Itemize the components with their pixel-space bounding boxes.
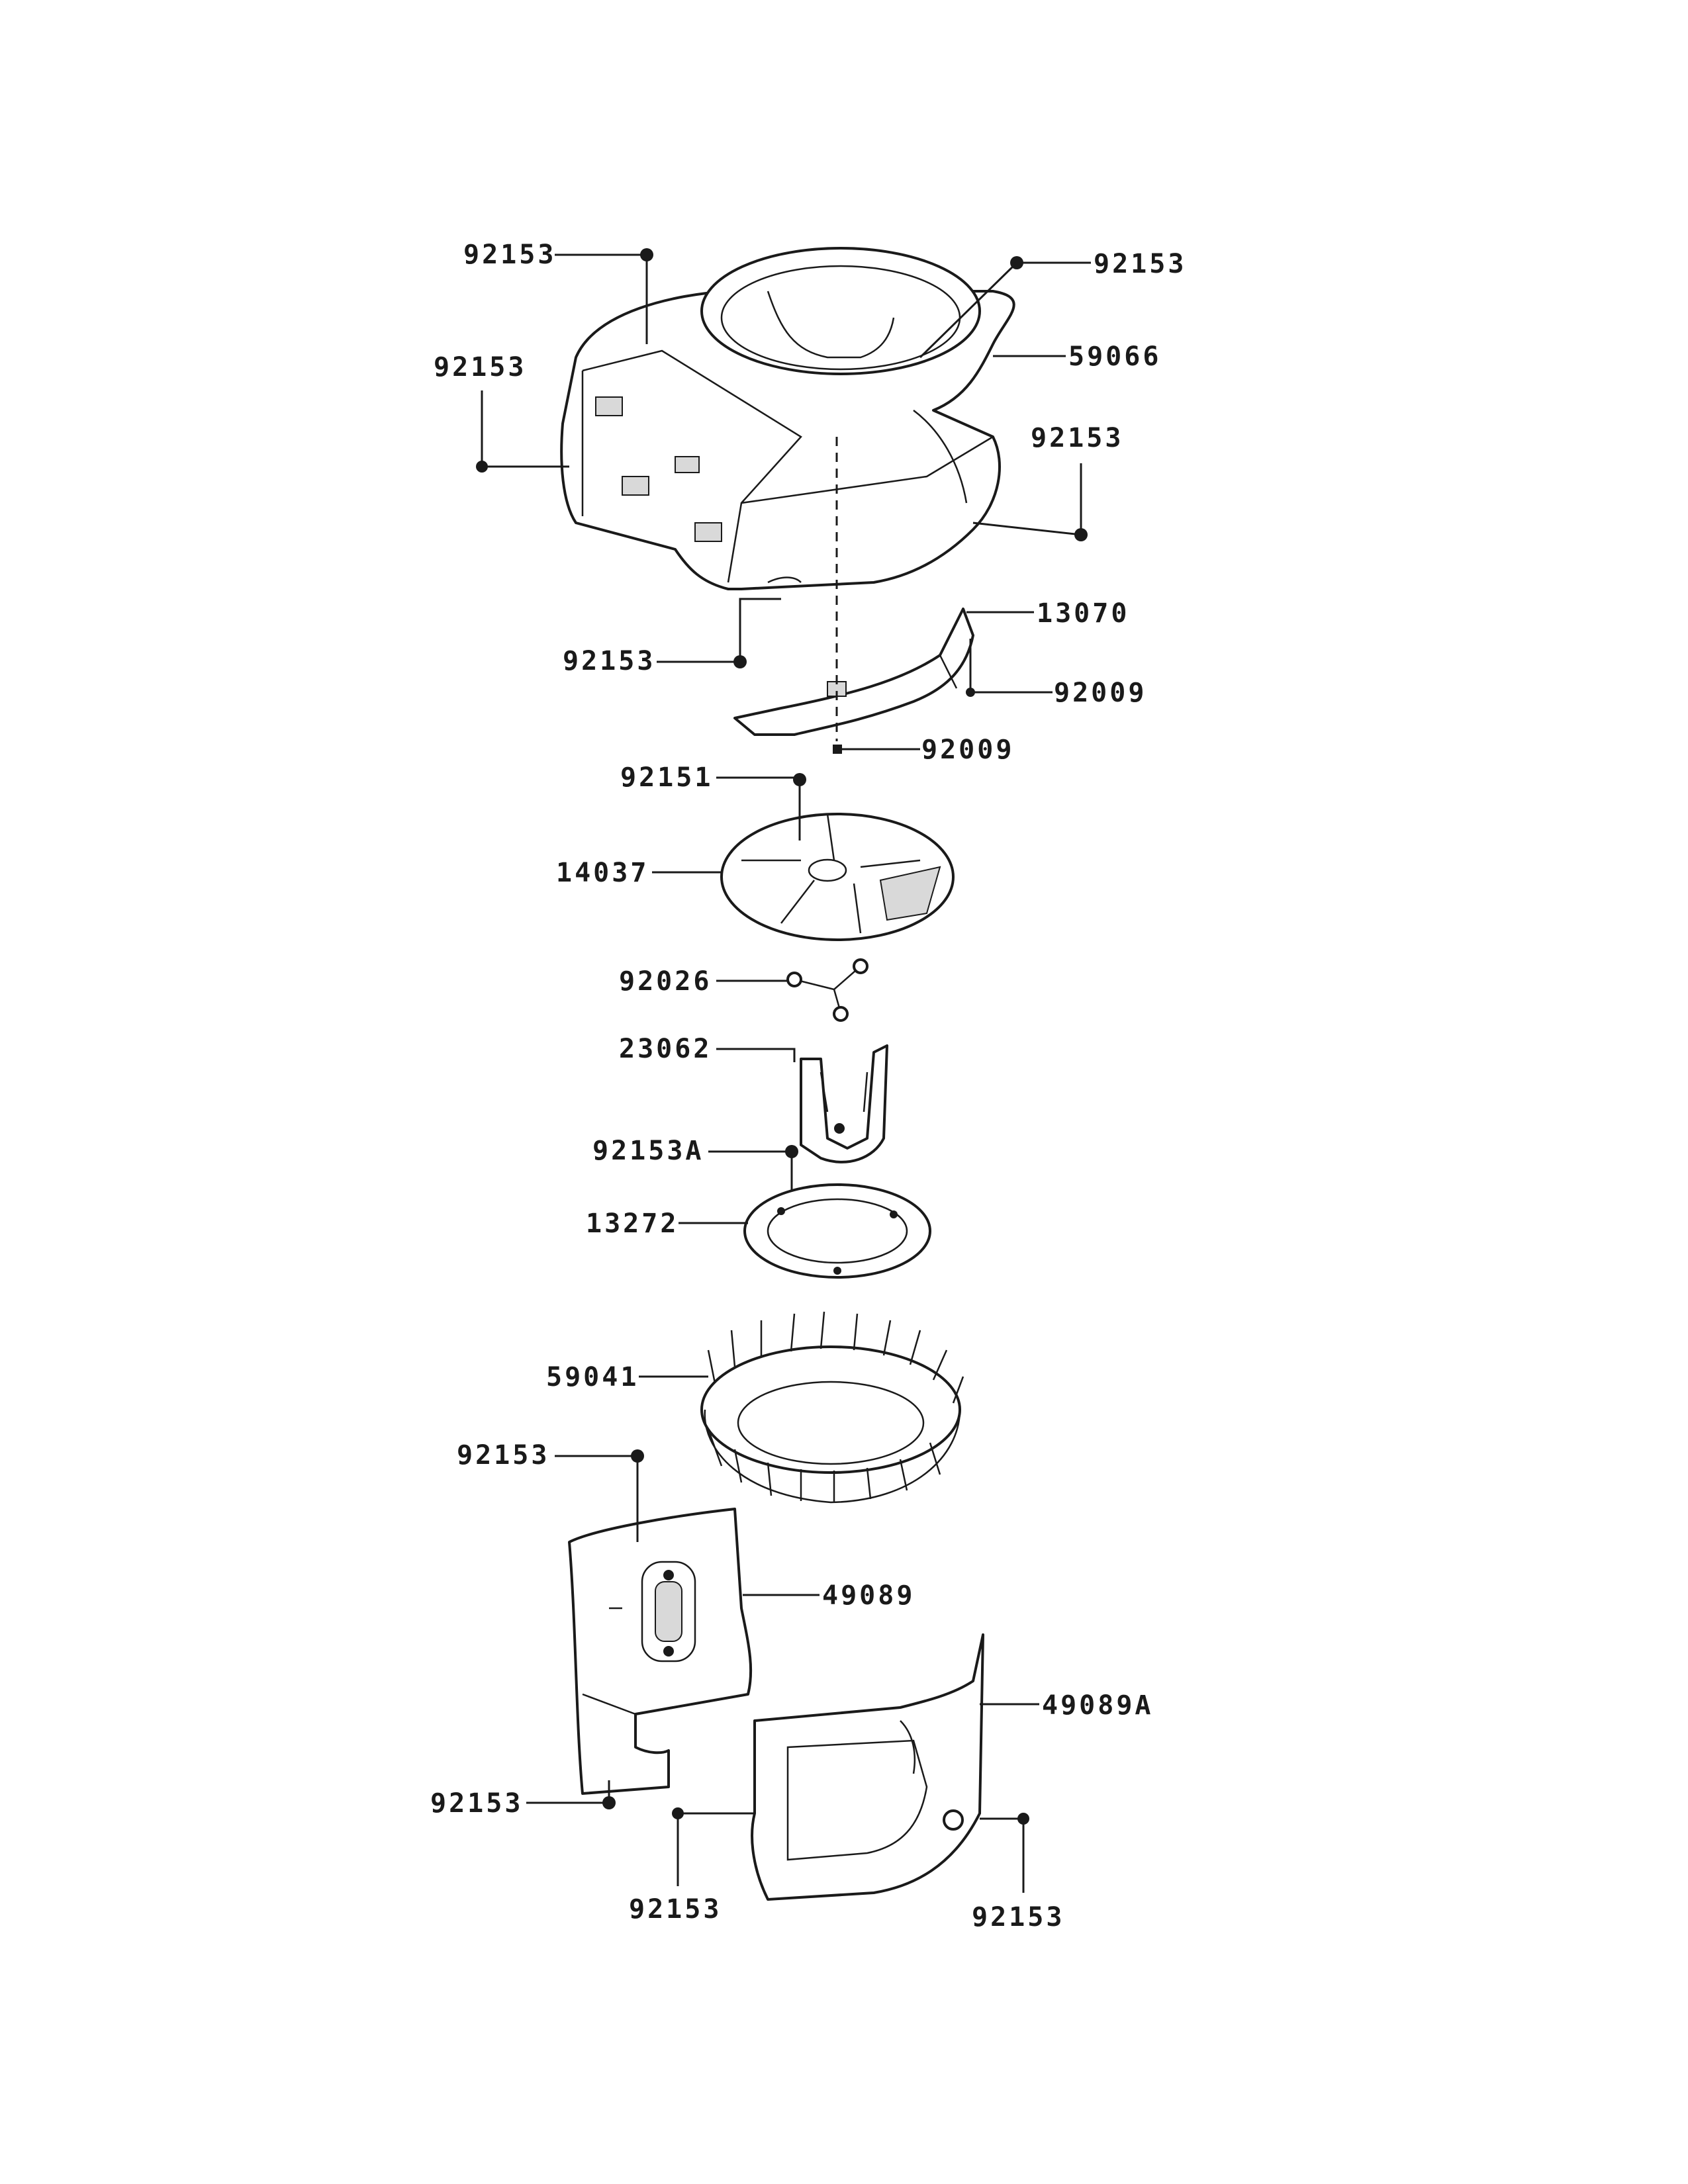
- part-label: 92009: [1054, 678, 1147, 708]
- part-label: 49089A: [1042, 1690, 1154, 1721]
- gasket-ring: [743, 1183, 931, 1279]
- part-label: 23062: [619, 1034, 712, 1064]
- part-label: 49089: [822, 1580, 915, 1611]
- side-cover: [568, 1508, 753, 1795]
- part-label: 92153: [463, 240, 556, 270]
- part-label: 92153: [563, 646, 655, 676]
- part-label: 92009: [921, 735, 1014, 765]
- baffle-plate: [733, 608, 974, 736]
- part-label: 14037: [556, 858, 649, 888]
- part-label: 92151: [620, 762, 713, 793]
- spring-bracket: [786, 958, 868, 1022]
- part-label: 59066: [1068, 341, 1161, 372]
- clip-bracket: [800, 1044, 888, 1163]
- lower-cover: [751, 1633, 984, 1901]
- part-label: 92153: [434, 352, 526, 383]
- part-label: 92153: [629, 1894, 722, 1925]
- cooling-fan: [700, 1311, 964, 1504]
- part-label: 59041: [546, 1362, 639, 1392]
- part-label: 92153A: [592, 1136, 704, 1166]
- part-label: 92153: [430, 1788, 523, 1819]
- part-label: 92153: [1031, 423, 1123, 453]
- part-labels: 92153 92153 92153 59066 92153 13070 9215…: [430, 240, 1186, 1933]
- part-label: 13272: [586, 1208, 679, 1239]
- blower-housing: [560, 247, 1015, 590]
- leader-lines: [481, 253, 1091, 1893]
- part-label: 92153: [457, 1440, 549, 1471]
- part-label: 92153: [972, 1902, 1064, 1933]
- fan-cover-plate: [720, 813, 955, 941]
- part-label: 92153: [1094, 249, 1186, 279]
- part-label: 13070: [1037, 598, 1129, 629]
- part-label: 92026: [619, 966, 712, 997]
